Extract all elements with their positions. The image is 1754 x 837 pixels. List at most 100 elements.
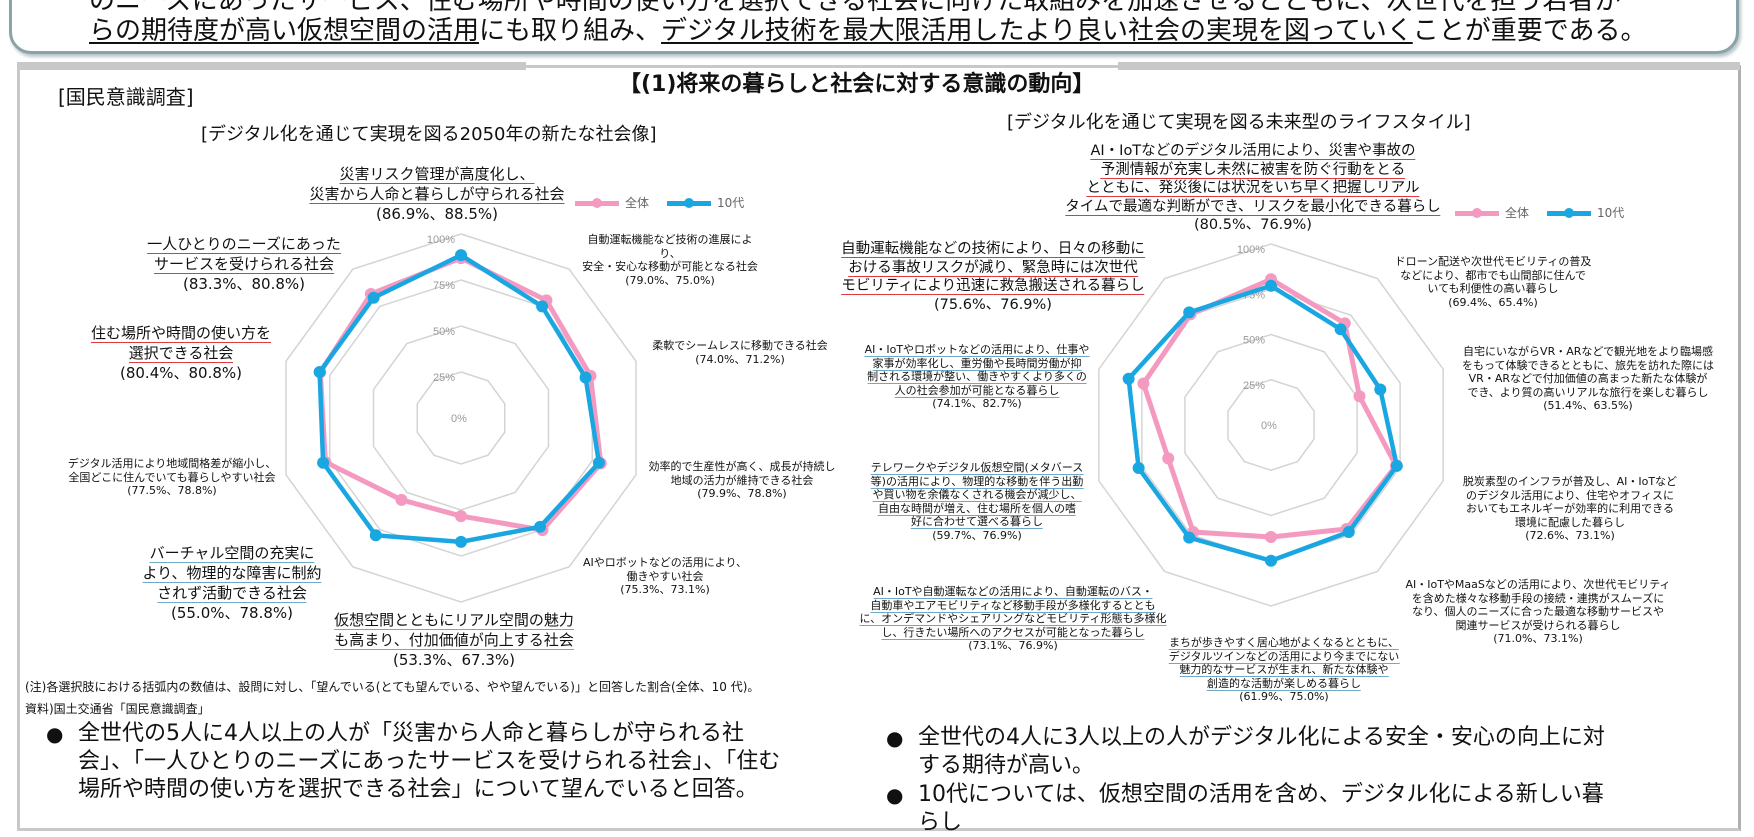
axis-label: 一人ひとりのニーズにあったサービスを受けられる社会(83.3%、80.8%) bbox=[147, 234, 341, 294]
axis-label-line: モビリティにより迅速に救急搬送される暮らし bbox=[841, 277, 1145, 296]
grid-ring bbox=[1184, 333, 1358, 517]
series-all-point bbox=[455, 510, 467, 523]
axis-label-text: 災害から人命と暮らしが守られる社会 bbox=[309, 185, 565, 204]
axis-label-text: されず活動できる社会 bbox=[157, 584, 307, 603]
axis-label-text: ドローン配送や次世代モビリティの普及 bbox=[1394, 255, 1592, 268]
axis-value-label: (79.0%、75.0%) bbox=[625, 273, 715, 287]
axis-label-text: 家事が効率化し、重労働や長時間労働が抑 bbox=[872, 356, 1082, 371]
axis-label-line: 創造的な活動が楽しめる暮らし bbox=[1169, 676, 1400, 691]
axis-label-text: とともに、発災後には状況をいち早く把握しリアル bbox=[1086, 180, 1420, 197]
axis-label-text: 自動車やエアモビリティなど移動手段が多様化するととも bbox=[870, 598, 1156, 613]
axis-label-line: 柔軟でシームレスに移動できる社会 bbox=[652, 339, 827, 353]
axis-label: AI・IoTや自動運転などの活用により、自動運転のバス・自動車やエアモビリティな… bbox=[859, 585, 1167, 653]
axis-value-label: (69.4%、65.4%) bbox=[1448, 295, 1538, 309]
legend-teens-swatch bbox=[1547, 207, 1592, 218]
axis-label-text: に、オンデマンドやシェアリングなどモビリティ形態も多様化 bbox=[859, 612, 1167, 626]
axis-label-text: 関連サービスが受けられる暮らし bbox=[1455, 618, 1621, 632]
legend-teens: 10代 bbox=[1547, 206, 1624, 220]
axis-label: 自動運転機能などの技術により、日々の移動における事故リスクが減り、緊急時には次世… bbox=[841, 240, 1145, 314]
axis-label-text: も高まり、付加価値が向上する社会 bbox=[334, 631, 574, 650]
axis-label-line: 安全・安心な移動が可能となる社会 bbox=[582, 260, 758, 274]
axis-label-line: 人の社会参加が可能となる暮らし bbox=[865, 383, 1090, 398]
tick-label: 0% bbox=[1261, 420, 1277, 432]
legend-teens-swatch bbox=[667, 197, 712, 208]
axis-label-line: 効率的で生産性が高く、成長が持続し bbox=[649, 460, 836, 474]
tick-label: 25% bbox=[433, 372, 455, 384]
axis-label-line: 脱炭素型のインフラが普及し、AI・IoTなど bbox=[1463, 475, 1677, 489]
axis-label-line: AI・IoTやロボットなどの活用により、仕事や bbox=[864, 343, 1090, 357]
axis-label-text: 自動運転機能などの技術により、日々の移動に bbox=[841, 241, 1145, 258]
axis-value-label: (73.1%、76.9%) bbox=[968, 639, 1058, 652]
axis-label-line: 制される環境が整い、働きやすくより多くの bbox=[865, 370, 1090, 384]
axis-label-line: 自由な時間が増え、住む場所を個人の嗜 bbox=[871, 501, 1084, 516]
axis-label-line: 自動運転機能などの技術により、日々の移動に bbox=[841, 240, 1145, 259]
series-teens-point bbox=[313, 366, 326, 379]
series-teens-point bbox=[1265, 554, 1277, 567]
series-teens-point bbox=[579, 371, 592, 384]
bullet-item: 全世代の4人に3人以上の人がデジタル化による安全・安心の向上に対する期待が高い。 bbox=[870, 724, 1615, 780]
summary-callout bbox=[9, 0, 1739, 54]
axis-label-line: 災害リスク管理が高度化し、 bbox=[309, 164, 564, 184]
axis-label-text: などにより、都市でも山間部に住んで bbox=[1400, 268, 1586, 282]
axis-label-line: AI・IoTなどのデジタル活用により、災害や事故の bbox=[1065, 142, 1440, 161]
grid-ring bbox=[1098, 243, 1444, 607]
axis-label: デジタル活用により地域間格差が縮小し、全国どこに住んでいても暮らしやすい社会(7… bbox=[68, 457, 277, 498]
axis-label-text: 災害リスク管理が高度化し、 bbox=[339, 165, 535, 184]
axis-label-line: デジタルツインなどの活用により今までにない bbox=[1168, 649, 1400, 664]
axis-value-label: (55.0%、78.8%) bbox=[170, 604, 294, 622]
axis-label-text: AIやロボットなどの活用により、 bbox=[582, 556, 748, 569]
axis-label-text: 好に合わせて選べる暮らし bbox=[910, 515, 1043, 529]
axis-label-text: 選択できる社会 bbox=[128, 344, 234, 363]
section-title: 【(1)将来の暮らしと社会に対する意識の動向】 bbox=[619, 72, 1095, 97]
axis-label-text: まちが歩きやすく居心地がよくなるとともに、 bbox=[1168, 636, 1400, 650]
axis-label-line: おいてもエネルギーが効率的に利用できる bbox=[1463, 502, 1677, 516]
axis-value-label: (71.0%、73.1%) bbox=[1493, 632, 1583, 645]
grid-ring bbox=[372, 325, 550, 511]
series-all-point bbox=[1353, 390, 1366, 403]
axis-label: 効率的で生産性が高く、成長が持続し地域の活力が維持できる社会(79.9%、78.… bbox=[649, 460, 836, 501]
axis-label-text: 脱炭素型のインフラが普及し、AI・IoTなど bbox=[1462, 475, 1678, 488]
axis-value-label: (75.6%、76.9%) bbox=[934, 296, 1052, 313]
axis-label-text: 制される環境が整い、働きやすくより多くの bbox=[867, 370, 1087, 384]
axis-label-line: 地域の活力が維持できる社会 bbox=[649, 474, 836, 488]
axis-label-text: 一人ひとりのニーズにあった bbox=[147, 235, 341, 254]
axis-label-line: のデジタル活用により、住宅やオフィスに bbox=[1463, 489, 1677, 503]
axis-label-text: をもって体験できるとともに、旅先を訪れた際には bbox=[1462, 358, 1714, 372]
axis-label-line: でき、より質の高いリアルな旅行を楽しむ暮らし bbox=[1462, 386, 1714, 400]
axis-label-text: 自動運転機能など技術の進展によ bbox=[587, 233, 753, 246]
axis-label-line: し、行きたい場所へのアクセスが可能となった暮らし bbox=[859, 625, 1166, 640]
axis-label: AI・IoTなどのデジタル活用により、災害や事故の予測情報が充実し未然に被害を防… bbox=[1065, 142, 1441, 235]
grid-ring bbox=[285, 233, 637, 603]
axis-value-label: (53.3%、67.3%) bbox=[392, 651, 516, 669]
axis-label-text: 魅力的なサービスが生まれ、新たな体験や bbox=[1179, 663, 1389, 677]
axis-label: AI・IoTやロボットなどの活用により、仕事や家事が効率化し、重労働や長時間労働… bbox=[864, 343, 1090, 411]
legend-all: 全体 bbox=[1455, 206, 1529, 220]
axis-value-label: (74.0%、71.2%) bbox=[695, 352, 785, 366]
axis-label-text: り、 bbox=[659, 246, 681, 260]
left-radar-chart: 0%25%50%75%100% bbox=[285, 233, 637, 603]
axis-label-line: 環境に配慮した暮らし bbox=[1463, 516, 1677, 530]
axis-label-line: 自動車やエアモビリティなど移動手段が多様化するととも bbox=[859, 598, 1166, 613]
axis-value-label: (77.5%、78.8%) bbox=[127, 484, 217, 497]
series-teens-point bbox=[317, 456, 330, 469]
axis-label-line: VR・ARなどで付加価値の高まった新たな体験が bbox=[1462, 372, 1714, 386]
axis-label: テレワークやデジタル仮想空間(メタバース等)の活用により、物理的な移動を伴う出勤… bbox=[870, 461, 1084, 542]
series-all-point bbox=[1137, 377, 1150, 390]
axis-label-line: おける事故リスクが減り、緊急時には次世代 bbox=[841, 259, 1145, 278]
axis-label-line: まちが歩きやすく居心地がよくなるとともに、 bbox=[1168, 636, 1400, 650]
series-all-point bbox=[395, 493, 408, 506]
axis-label-text: 予測情報が充実し未然に被害を防ぐ行動をとる bbox=[1100, 161, 1406, 179]
axis-label-line: 自動運転機能など技術の進展によ bbox=[582, 233, 758, 247]
axis-label-line: されず活動できる社会 bbox=[142, 583, 321, 603]
axis-label-line: 一人ひとりのニーズにあった bbox=[147, 234, 341, 254]
left-chart-legend: 全体 10代 bbox=[575, 196, 762, 210]
axis-label: 災害リスク管理が高度化し、災害から人命と暮らしが守られる社会(86.9%、88.… bbox=[309, 164, 565, 224]
tick-label: 0% bbox=[451, 413, 467, 425]
survey-panel bbox=[17, 65, 1741, 831]
axis-label-line: なり、個人のニーズに合った最適な移動サービスや bbox=[1405, 605, 1670, 619]
grid-ring bbox=[1227, 378, 1315, 472]
tick-label: 50% bbox=[433, 326, 455, 338]
axis-label-text: AI・IoTや自動運転などの活用により、自動運転のバス・ bbox=[873, 585, 1153, 599]
right-chart-legend: 全体 10代 bbox=[1455, 206, 1642, 220]
axis-label-text: デジタル活用により地域間格差が縮小し、 bbox=[67, 457, 277, 470]
